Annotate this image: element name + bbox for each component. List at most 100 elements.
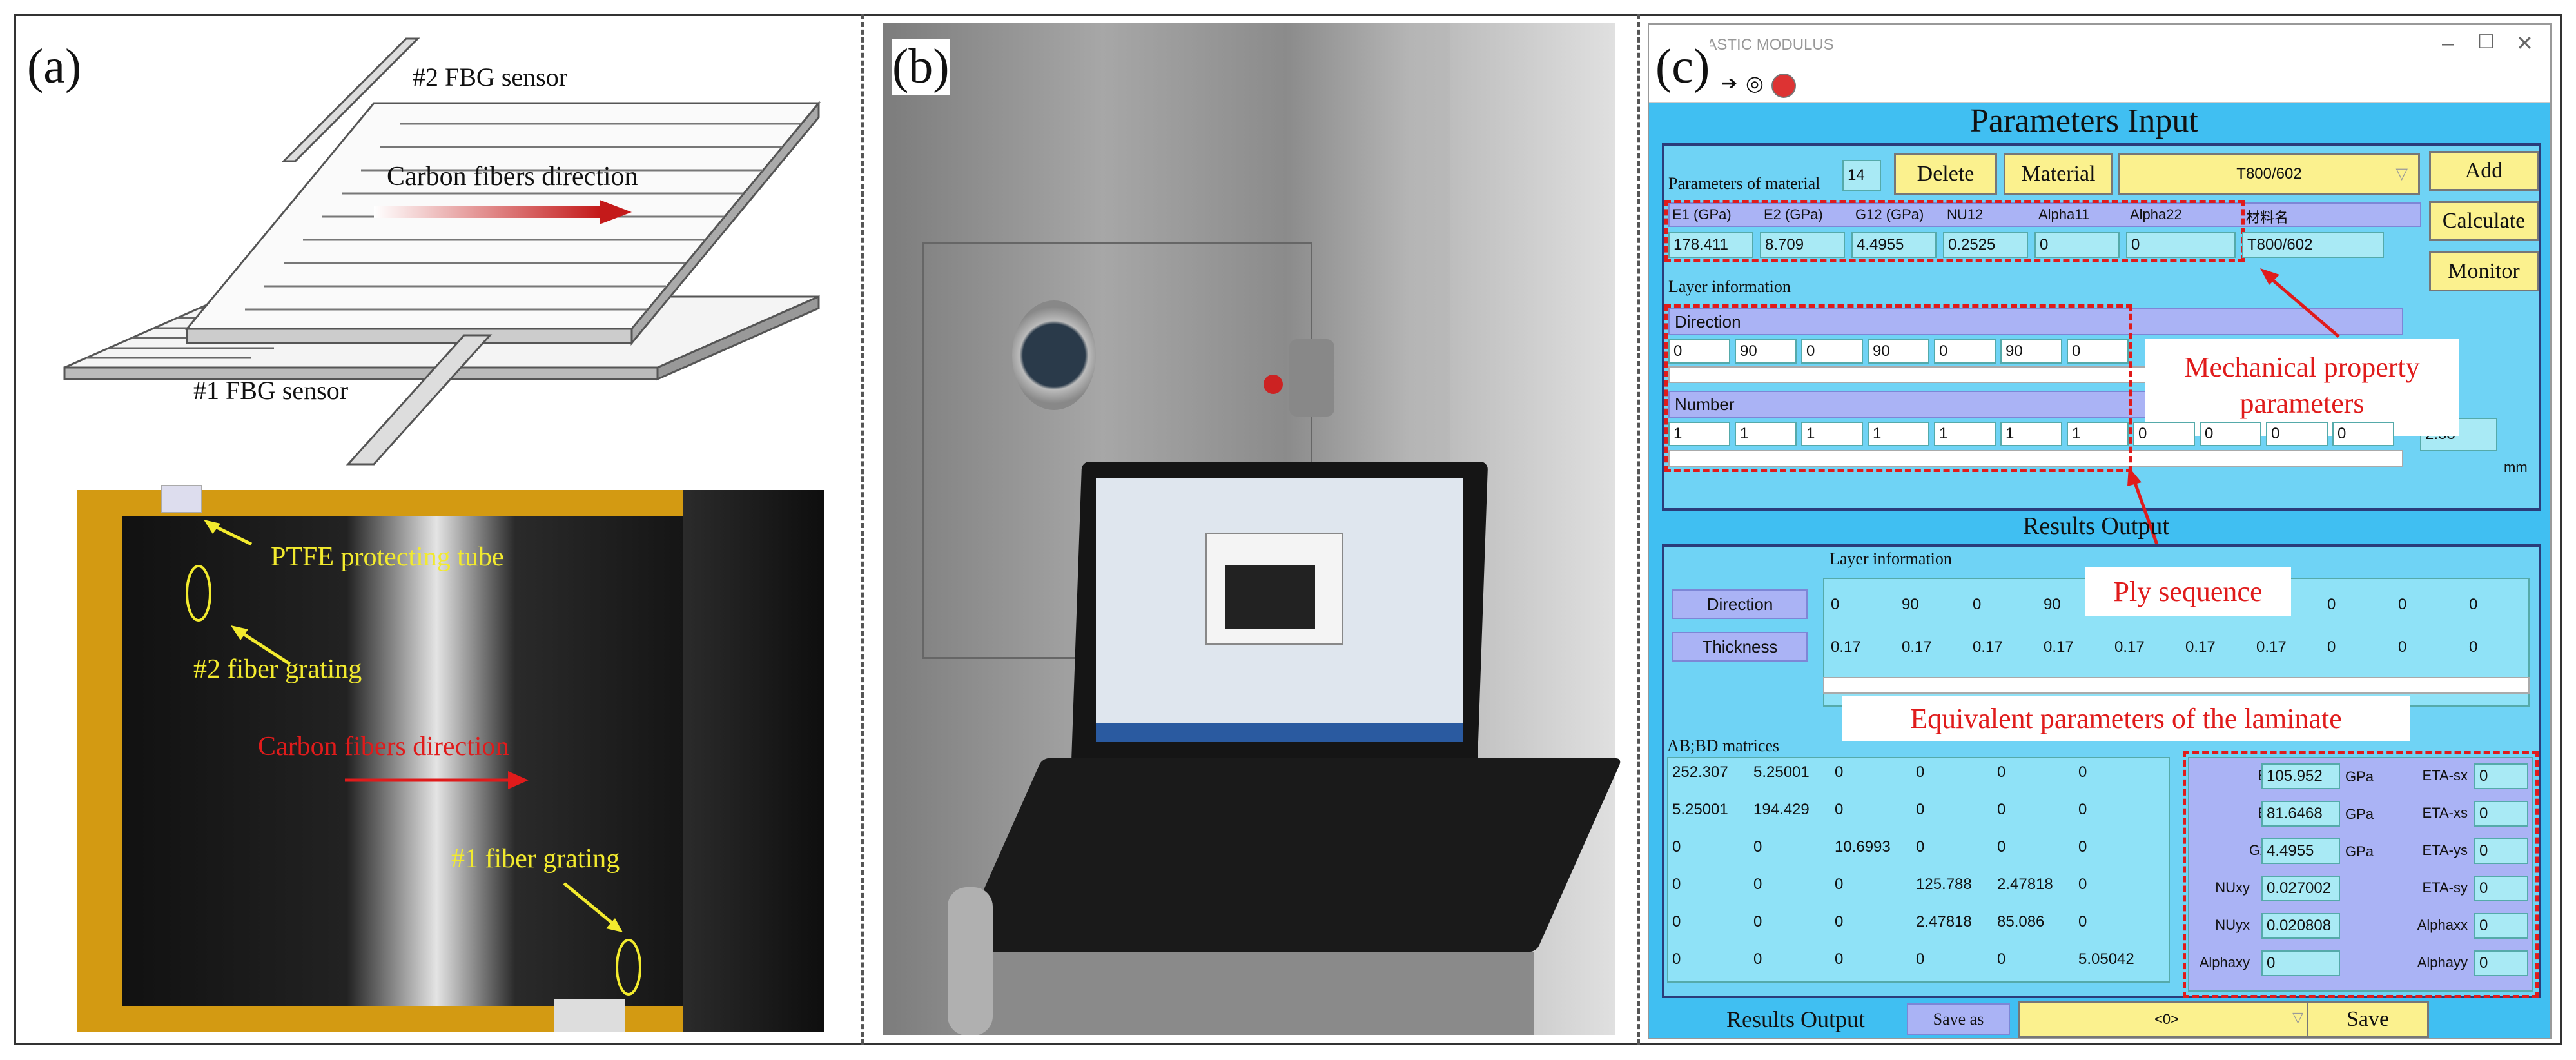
abbd-cell: 0 bbox=[1672, 876, 1681, 893]
property-value-field[interactable]: T800/602 bbox=[2242, 232, 2384, 258]
abbd-cell: 0 bbox=[1916, 838, 1925, 856]
close-icon[interactable]: ✕ bbox=[2516, 32, 2533, 55]
abbd-cell: 252.307 bbox=[1672, 763, 1728, 781]
equiv-param-label: Alphaxx bbox=[2417, 917, 2468, 933]
window-title: ELASTIC MODULUS bbox=[1688, 36, 1834, 54]
results-thickness-button[interactable]: Thickness bbox=[1672, 632, 1808, 662]
abbd-cell: 125.788 bbox=[1916, 876, 1972, 893]
equiv-param-field[interactable]: 4.4955 bbox=[2261, 838, 2340, 864]
save-select[interactable]: <0> ▽ bbox=[2018, 1001, 2316, 1038]
number-field[interactable]: 0 bbox=[2266, 422, 2328, 446]
equiv-param-label: Alphayy bbox=[2417, 954, 2468, 970]
equiv-param-label: ETA-xs bbox=[2422, 805, 2468, 821]
material-count-field[interactable]: 14 bbox=[1842, 160, 1881, 191]
calculate-button[interactable]: Calculate bbox=[2429, 201, 2539, 241]
direction-field[interactable]: 90 bbox=[2000, 339, 2062, 364]
equiv-param-field[interactable]: 0 bbox=[2474, 763, 2528, 789]
direction-field[interactable]: 0 bbox=[2067, 339, 2129, 364]
results-thickness-cell: 0.17 bbox=[1831, 638, 1861, 656]
separator-bc bbox=[1637, 14, 1640, 1045]
abbd-matrix bbox=[1667, 757, 2170, 983]
equiv-param-field[interactable]: 0 bbox=[2474, 838, 2528, 864]
number-field[interactable]: 1 bbox=[1668, 422, 1730, 446]
fbg2-label: #2 FBG sensor bbox=[413, 63, 568, 92]
equiv-param-field[interactable]: 0 bbox=[2474, 876, 2528, 901]
number-field[interactable]: 0 bbox=[2332, 422, 2394, 446]
property-header: Alpha11 bbox=[2038, 206, 2090, 222]
material-button[interactable]: Material bbox=[2004, 153, 2113, 195]
abbd-cell: 0 bbox=[1753, 876, 1762, 893]
number-field[interactable]: 1 bbox=[1934, 422, 1996, 446]
figure-frame bbox=[14, 14, 2562, 1045]
number-field[interactable]: 1 bbox=[2067, 422, 2129, 446]
number-scrollbar[interactable] bbox=[1668, 450, 2403, 467]
equiv-param-field[interactable]: 0 bbox=[2474, 801, 2528, 827]
results-output-title: Results Output bbox=[2023, 513, 2169, 540]
equivalent-params-callout: Equivalent parameters of the laminate bbox=[1842, 696, 2410, 741]
property-header: G12 (GPa) bbox=[1855, 206, 1924, 222]
abbd-label: AB;BD matrices bbox=[1667, 736, 1780, 755]
monitor-button[interactable]: Monitor bbox=[2429, 251, 2539, 291]
number-field[interactable]: 1 bbox=[1735, 422, 1797, 446]
abbd-cell: 0 bbox=[1916, 801, 1925, 818]
save-select-value: <0> bbox=[2154, 1011, 2179, 1027]
add-button[interactable]: Add bbox=[2429, 151, 2539, 191]
number-field[interactable]: 1 bbox=[1868, 422, 1929, 446]
property-value-field[interactable]: 0.2525 bbox=[1943, 232, 2028, 258]
maximize-icon[interactable]: ☐ bbox=[2477, 32, 2495, 53]
number-field[interactable]: 1 bbox=[1801, 422, 1863, 446]
photo-fiber-direction-label: Carbon fibers direction bbox=[258, 732, 509, 761]
panel-b-label: (b) bbox=[892, 39, 950, 95]
abbd-cell: 0 bbox=[1997, 950, 2006, 968]
abbd-cell: 2.47818 bbox=[1997, 876, 2053, 893]
material-select[interactable]: T800/602 ▽ bbox=[2118, 153, 2420, 195]
abbd-cell: 0 bbox=[2078, 913, 2087, 930]
property-value-field[interactable]: 0 bbox=[2034, 232, 2120, 258]
ply-sequence-callout: Ply sequence bbox=[2085, 567, 2291, 616]
save-as-button[interactable]: Save as bbox=[1907, 1003, 2010, 1035]
direction-field[interactable]: 0 bbox=[1934, 339, 1996, 364]
direction-field[interactable]: 0 bbox=[1801, 339, 1863, 364]
equiv-param-field[interactable]: 105.952 bbox=[2261, 763, 2340, 789]
equiv-param-field[interactable]: 0 bbox=[2474, 950, 2528, 976]
direction-field[interactable]: 90 bbox=[1735, 339, 1797, 364]
equiv-param-field[interactable]: 0.027002 bbox=[2261, 876, 2340, 901]
equiv-param-field[interactable]: 81.6468 bbox=[2261, 801, 2340, 827]
fbg1-label: #1 FBG sensor bbox=[193, 376, 349, 405]
property-value-field[interactable]: 8.709 bbox=[1760, 232, 1845, 258]
property-value-field[interactable]: 4.4955 bbox=[1851, 232, 1937, 258]
number-field[interactable]: 0 bbox=[2133, 422, 2195, 446]
params-of-material-label: Parameters of material bbox=[1668, 174, 1820, 193]
abbd-cell: 0 bbox=[1916, 950, 1925, 968]
property-value-field[interactable]: 178.411 bbox=[1668, 232, 1753, 258]
equiv-param-field[interactable]: 0 bbox=[2474, 913, 2528, 939]
abbd-cell: 0 bbox=[1835, 950, 1844, 968]
abbd-cell: 5.05042 bbox=[2078, 950, 2134, 968]
results-direction-cell: 0 bbox=[2398, 596, 2407, 613]
pause-icon[interactable]: ◎ bbox=[1746, 72, 1764, 95]
direction-field[interactable]: 0 bbox=[1668, 339, 1730, 364]
results-scrollbar[interactable] bbox=[1823, 677, 2530, 694]
delete-button[interactable]: Delete bbox=[1894, 153, 1997, 195]
number-field[interactable]: 1 bbox=[2000, 422, 2062, 446]
equiv-param-field[interactable]: 0 bbox=[2261, 950, 2340, 976]
results-thickness-cell: 0.17 bbox=[2114, 638, 2145, 656]
ptfe-label: PTFE protecting tube bbox=[271, 542, 504, 572]
results-direction-button[interactable]: Direction bbox=[1672, 589, 1808, 619]
stop-icon[interactable] bbox=[1771, 74, 1796, 98]
minimize-icon[interactable]: – bbox=[2442, 31, 2454, 55]
number-field[interactable]: 0 bbox=[2200, 422, 2261, 446]
abbd-cell: 194.429 bbox=[1753, 801, 1810, 818]
property-value-field[interactable]: 0 bbox=[2126, 232, 2236, 258]
direction-field[interactable]: 90 bbox=[1868, 339, 1929, 364]
panel-a-label: (a) bbox=[27, 39, 82, 95]
abbd-cell: 0 bbox=[1916, 763, 1925, 781]
results-thickness-cell: 0.17 bbox=[1973, 638, 2003, 656]
abbd-cell: 85.086 bbox=[1997, 913, 2045, 930]
save-button[interactable]: Save bbox=[2307, 1001, 2429, 1038]
chevron-down-icon: ▽ bbox=[2292, 1009, 2303, 1025]
results-direction-cell: 90 bbox=[1902, 596, 1919, 613]
equiv-param-field[interactable]: 0.020808 bbox=[2261, 913, 2340, 939]
abbd-cell: 0 bbox=[1753, 913, 1762, 930]
run-arrow-icon[interactable]: ➔ bbox=[1721, 73, 1738, 94]
